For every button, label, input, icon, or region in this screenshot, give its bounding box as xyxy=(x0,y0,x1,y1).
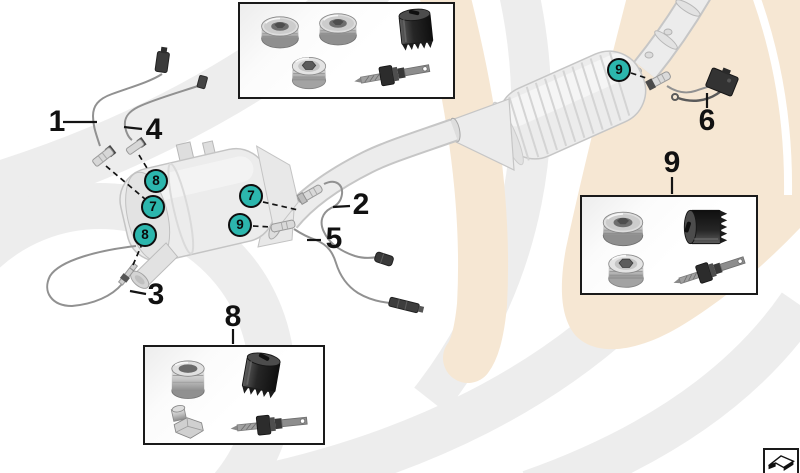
callout-label-5[interactable]: 5 xyxy=(325,222,343,255)
callout-label-3[interactable]: 3 xyxy=(147,278,165,311)
callout-circle-7-left[interactable]: 7 xyxy=(141,195,165,219)
weld-sleeve-icon xyxy=(165,355,211,401)
callout-label-4[interactable]: 4 xyxy=(145,113,163,146)
weld-bung-icon xyxy=(256,12,304,52)
callout-label-9-kit[interactable]: 9 xyxy=(663,146,681,179)
sensor-4-connector xyxy=(196,75,208,90)
leader-lines xyxy=(63,93,709,344)
sensor-4-probe xyxy=(125,137,147,155)
sensor-probes xyxy=(92,71,671,286)
callout-label-1[interactable]: 1 xyxy=(48,105,66,138)
drill-arbor-icon xyxy=(350,52,436,97)
sensor-5-connector xyxy=(388,296,425,314)
hole-saw-icon xyxy=(682,199,730,255)
kit-box-top xyxy=(238,2,455,99)
dashed-pointers xyxy=(105,72,650,266)
sensor-6-probe xyxy=(645,71,671,91)
brand-logo xyxy=(763,448,799,473)
callout-circle-8-lower[interactable]: 8 xyxy=(133,223,157,247)
hex-plug-icon xyxy=(163,403,211,441)
sensor-1-wire xyxy=(91,73,163,147)
sensor-1-connector xyxy=(154,46,170,73)
sensor-6-clip xyxy=(671,93,679,101)
screw-plug-icon xyxy=(284,52,334,92)
sensor-4-wire xyxy=(123,84,202,141)
callout-label-8-kit[interactable]: 8 xyxy=(224,300,242,333)
sensor-1-probe xyxy=(92,145,117,167)
sensor-2-probe xyxy=(296,184,323,206)
sensor-2-connector xyxy=(374,251,394,267)
weld-bung-icon xyxy=(314,9,362,49)
callout-circle-9-pipe[interactable]: 9 xyxy=(607,58,631,82)
kit-box-8 xyxy=(143,345,325,445)
hole-saw-icon xyxy=(229,347,292,404)
callout-label-6[interactable]: 6 xyxy=(698,104,716,137)
sensor-6-connector xyxy=(705,67,739,97)
sensor-3-wire xyxy=(46,245,137,308)
screw-plug-icon xyxy=(600,249,652,291)
weld-bung-icon xyxy=(597,207,649,250)
hole-saw-icon xyxy=(388,4,444,54)
sensor-3-probe xyxy=(117,262,139,286)
sensor-5-wire xyxy=(293,228,391,304)
callout-circle-7-right[interactable]: 7 xyxy=(239,184,263,208)
connectors xyxy=(154,46,739,314)
sensor-2-wire xyxy=(320,180,378,259)
drill-arbor-icon xyxy=(226,405,315,445)
kit-box-9 xyxy=(580,195,758,295)
callout-circle-8-upper[interactable]: 8 xyxy=(144,169,168,193)
callout-circle-9-left[interactable]: 9 xyxy=(228,213,252,237)
sensor-5-probe xyxy=(270,219,296,233)
callout-label-2[interactable]: 2 xyxy=(352,188,370,221)
chevron-logo-icon xyxy=(768,455,795,471)
